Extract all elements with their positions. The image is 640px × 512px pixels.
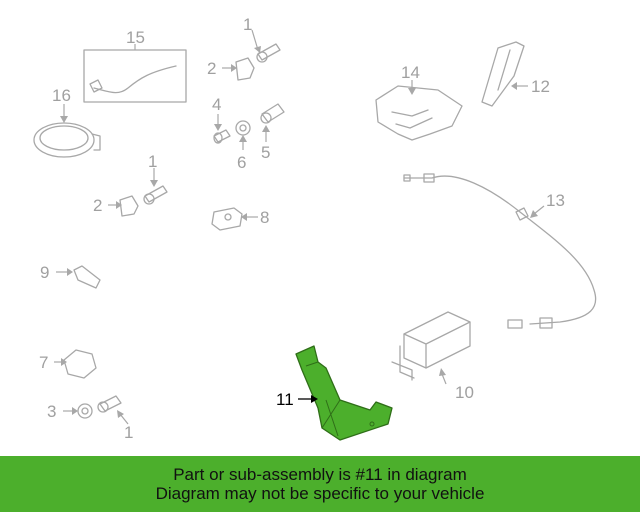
part-5-spacer[interactable] xyxy=(260,103,285,142)
callout-14: 14 xyxy=(401,63,420,82)
callout-3: 3 xyxy=(47,402,56,421)
part-9-clip[interactable] xyxy=(56,265,101,289)
part-4-bolt[interactable] xyxy=(213,114,231,144)
callout-2-mid: 2 xyxy=(93,196,102,215)
part-11-shape xyxy=(295,345,393,441)
part-2-grommet-top[interactable] xyxy=(222,57,255,81)
callout-8: 8 xyxy=(260,208,269,227)
part-12-trim[interactable] xyxy=(481,41,528,107)
callout-7: 7 xyxy=(39,353,48,372)
callout-11: 11 xyxy=(276,390,294,409)
part-7-cover[interactable] xyxy=(54,349,97,379)
part-14-housing[interactable] xyxy=(375,80,463,141)
part-11-bracket[interactable] xyxy=(295,345,393,441)
callout-10: 10 xyxy=(455,383,474,402)
banner-line-2: Diagram may not be specific to your vehi… xyxy=(155,484,485,503)
part-15-connector xyxy=(89,79,103,93)
callout-15: 15 xyxy=(126,28,145,47)
part-15-harness[interactable] xyxy=(83,44,187,103)
callout-9: 9 xyxy=(40,263,49,282)
part-13-cable[interactable] xyxy=(403,173,597,329)
callout-16: 16 xyxy=(52,86,71,105)
part-1-bolt-top[interactable] xyxy=(251,29,281,63)
part-15-frame xyxy=(83,49,187,103)
callout-4: 4 xyxy=(212,95,221,114)
part-1-bolt-bottom[interactable] xyxy=(97,395,129,425)
part-2-grommet-mid[interactable] xyxy=(108,195,139,217)
callout-2-top: 2 xyxy=(207,59,216,78)
callout-6: 6 xyxy=(237,153,246,172)
callout-1-mid: 1 xyxy=(148,152,157,171)
part-8-bracket[interactable] xyxy=(211,207,258,231)
part-15-wire xyxy=(93,65,177,94)
part-11-arrow xyxy=(311,395,318,403)
callout-5: 5 xyxy=(261,143,270,162)
part-1-bolt-mid[interactable] xyxy=(143,168,168,205)
part-10-module[interactable] xyxy=(391,311,471,385)
part-11-hole xyxy=(369,421,375,427)
part-16-ring[interactable] xyxy=(33,104,101,158)
callout-1-bottom: 1 xyxy=(124,423,133,442)
info-banner: Part or sub-assembly is #11 in diagram D… xyxy=(0,456,640,512)
callout-13: 13 xyxy=(546,191,565,210)
callout-12: 12 xyxy=(531,77,550,96)
parts-diagram: 15 16 1 2 4 6 5 xyxy=(33,15,597,442)
part-3-washer[interactable] xyxy=(63,403,93,419)
callout-1-top: 1 xyxy=(243,15,252,34)
part-6-nut[interactable] xyxy=(235,120,251,150)
banner-line-1: Part or sub-assembly is #11 in diagram xyxy=(173,465,467,484)
part-11-edges xyxy=(305,361,341,437)
